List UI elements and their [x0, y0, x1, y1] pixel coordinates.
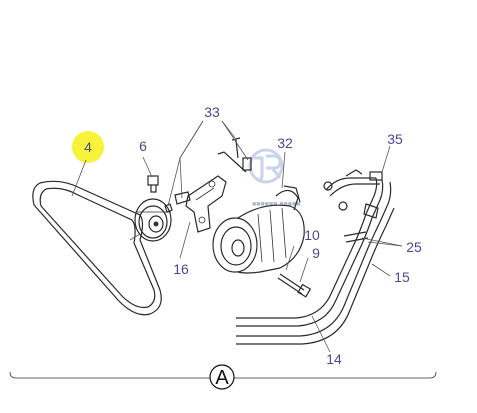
watermark-text: ■■■■■■ ■■■■■: [252, 201, 300, 208]
callout-15: 15: [394, 269, 410, 285]
section-marker-circle: [209, 364, 235, 390]
section-marker-label: A: [215, 367, 229, 389]
hose-assembly: [236, 169, 395, 345]
callout-32: 32: [277, 135, 293, 151]
drive-belt: [32, 180, 162, 316]
callout-35: 35: [387, 131, 403, 147]
highlight-marker: [72, 131, 104, 163]
callout-6: 6: [139, 138, 147, 154]
callout-16: 16: [173, 261, 189, 277]
idler-pulley: [134, 198, 172, 242]
callout-25: 25: [406, 239, 422, 255]
callout-4: 4: [84, 139, 92, 155]
callout-14: 14: [326, 351, 342, 367]
leader-lines: [71, 120, 403, 353]
bolt-6: [147, 175, 159, 193]
callout-9: 9: [312, 245, 320, 261]
bracket-16: [185, 175, 227, 233]
bolts-33: [164, 137, 252, 213]
ac-compressor: [212, 185, 305, 274]
jr-logo-icon: [248, 148, 284, 184]
callout-33: 33: [204, 104, 220, 120]
bolt-9: [277, 273, 312, 298]
callout-10: 10: [304, 227, 320, 243]
